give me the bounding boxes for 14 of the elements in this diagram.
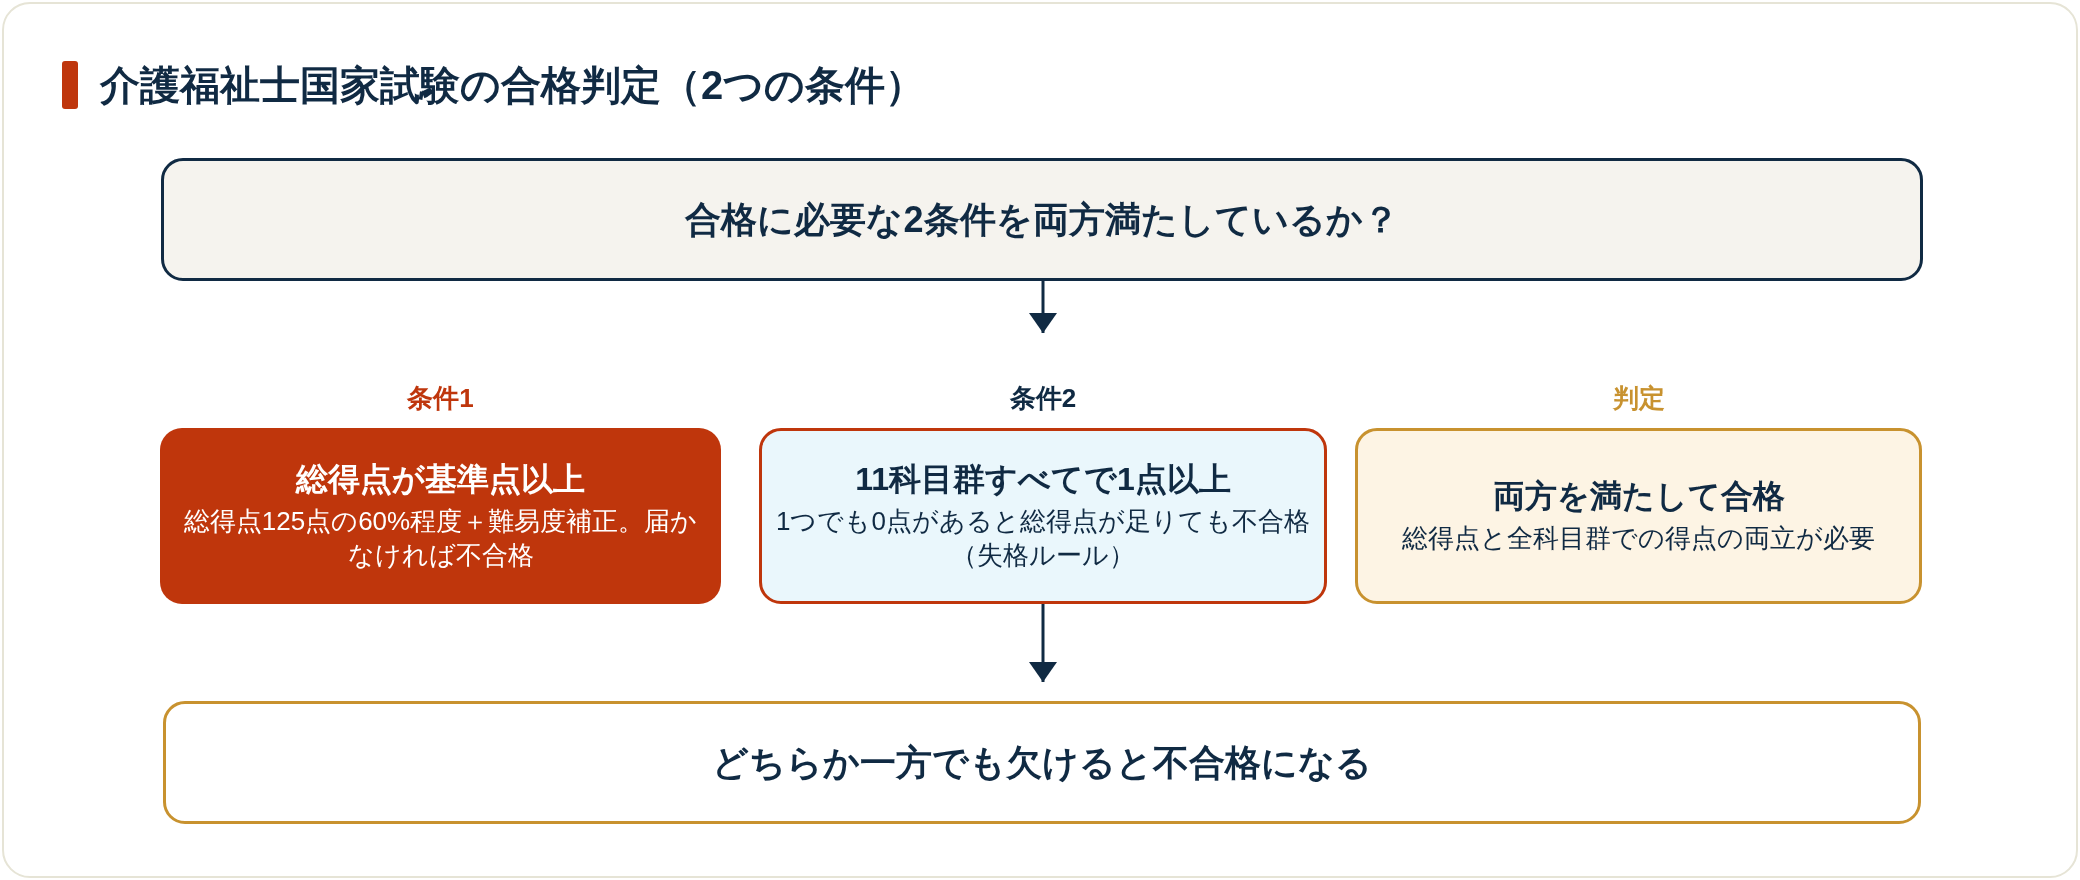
step-heading: 条件1 <box>407 381 474 415</box>
condition-title: 総得点が基準点以上 <box>296 460 585 500</box>
outcome-text: どちらか一方でも欠けると不合格になる <box>712 741 1372 785</box>
question-text: 合格に必要な2条件を両方満たしているか？ <box>685 198 1399 242</box>
condition-title: 11科目群すべてで1点以上 <box>855 460 1231 500</box>
outcome-box <box>163 701 1921 824</box>
condition-description: 総得点と全科目群での得点の両立が必要 <box>1402 521 1875 555</box>
step-heading: 条件2 <box>1009 381 1077 415</box>
condition-title: 両方を満たして合格 <box>1492 477 1785 517</box>
step-heading: 判定 <box>1612 381 1665 415</box>
condition-description: 1つでも0点があると総得点が足りても不合格（失格ルール） <box>775 505 1311 572</box>
condition-description: 総得点125点の60%程度＋難易度補正。届かなければ不合格 <box>182 505 699 572</box>
question-box <box>161 158 1923 281</box>
diagram-title: 介護福祉士国家試験の合格判定（2つの条件） <box>100 62 926 109</box>
